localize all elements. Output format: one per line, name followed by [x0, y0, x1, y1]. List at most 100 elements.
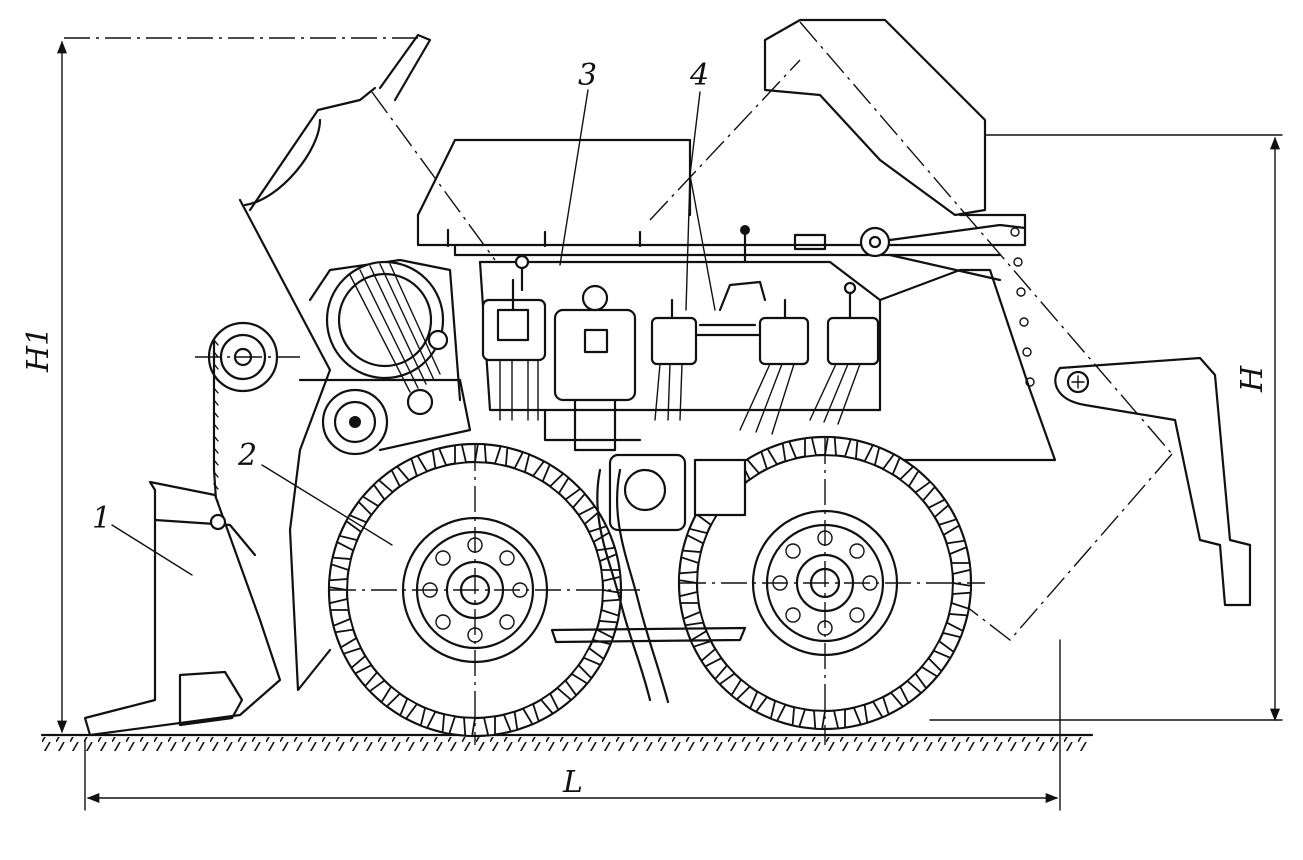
tread-tooth — [454, 443, 468, 465]
tread-tooth — [357, 495, 380, 517]
tread-tooth — [548, 472, 570, 495]
tread-tooth — [513, 450, 531, 474]
tread-tooth — [760, 447, 779, 471]
rear-lift-arm — [1054, 356, 1252, 607]
tread-tooth — [678, 590, 700, 604]
tread-tooth — [804, 436, 818, 458]
idler-wheel — [321, 388, 389, 456]
valve-1 — [481, 278, 547, 421]
dimension-l-label: L — [562, 765, 583, 800]
tread-tooth — [941, 621, 965, 639]
part-2-label: 2 — [237, 438, 257, 473]
rear-tyre-tread — [678, 436, 972, 730]
raised-bucket-outline — [62, 33, 496, 261]
tread-tooth — [350, 654, 373, 675]
tread-tooth — [419, 706, 437, 730]
tread-tooth — [390, 465, 411, 488]
tread-tooth — [937, 518, 961, 537]
tread-tooth — [521, 702, 540, 726]
tread-tooth — [493, 445, 509, 467]
tread-tooth — [871, 695, 890, 719]
raised-arm-outline — [649, 18, 1173, 641]
tread-tooth — [791, 706, 807, 728]
tread-tooth — [380, 685, 402, 708]
tread-tooth — [431, 447, 448, 470]
tread-tooth — [372, 478, 394, 501]
dimension-h-label: H — [1235, 365, 1270, 393]
tread-tooth — [945, 539, 968, 556]
tread-tooth — [823, 436, 837, 457]
tread-tooth — [749, 690, 769, 713]
front-tyre-tread — [328, 443, 622, 737]
tread-tooth — [556, 679, 578, 702]
central-transmission — [550, 453, 747, 704]
tread-tooth — [920, 656, 943, 678]
hydraulic-distributors — [481, 278, 880, 452]
ground — [40, 733, 1094, 751]
tread-tooth — [570, 663, 593, 685]
dimension-h — [929, 134, 1283, 722]
tread-tooth — [531, 460, 551, 483]
tread-tooth — [700, 647, 723, 668]
tread-tooth — [948, 601, 970, 617]
tread-tooth — [600, 569, 622, 583]
tread-tooth — [781, 440, 798, 463]
valve-3 — [739, 298, 810, 435]
tread-tooth — [473, 443, 487, 464]
tread-tooth — [582, 646, 605, 666]
front-frame — [195, 198, 472, 692]
tread-tooth — [335, 534, 359, 552]
tread-tooth — [328, 597, 350, 611]
tread-tooth — [881, 453, 901, 476]
front-bucket — [83, 480, 282, 737]
tread-tooth — [843, 438, 859, 460]
tread-tooth — [502, 710, 519, 733]
dimension-l — [84, 639, 1061, 811]
tread-tooth — [932, 639, 955, 659]
tread-tooth — [852, 703, 869, 726]
tread-tooth — [950, 562, 972, 576]
front-wheel — [327, 442, 640, 745]
tread-tooth — [906, 672, 928, 695]
tread-tooth — [769, 699, 787, 723]
tread-tooth — [339, 636, 363, 655]
body-rivets — [1010, 227, 1035, 387]
tread-tooth — [680, 549, 702, 565]
central-pump — [543, 284, 642, 452]
tread-tooth — [898, 465, 920, 488]
valve-4 — [809, 281, 880, 425]
upper-drum — [325, 260, 445, 393]
tread-tooth — [927, 498, 950, 519]
part-3-label: 3 — [578, 58, 597, 93]
tread-tooth — [914, 480, 937, 502]
tread-tooth — [598, 608, 620, 624]
valve-2 — [650, 298, 698, 421]
tread-tooth — [332, 617, 355, 634]
tread-tooth — [564, 487, 587, 509]
tread-tooth — [682, 610, 705, 627]
dimension-h1-label: H1 — [21, 327, 56, 373]
tread-tooth — [363, 671, 386, 693]
tread-tooth — [463, 716, 477, 737]
tread-tooth — [399, 697, 419, 720]
leader-lines — [111, 89, 716, 576]
tread-tooth — [330, 556, 352, 572]
tread-tooth — [410, 454, 429, 478]
tread-tooth — [889, 685, 910, 708]
tread-tooth — [730, 678, 752, 701]
tread-tooth — [863, 443, 881, 467]
tread-tooth — [678, 571, 699, 585]
tread-tooth — [713, 664, 736, 686]
chain-pulley — [195, 321, 300, 393]
tread-tooth — [482, 715, 496, 737]
tread-tooth — [441, 713, 457, 735]
part-4-label: 4 — [689, 58, 709, 93]
tread-tooth — [951, 581, 972, 595]
tread-tooth — [813, 709, 827, 730]
tread-tooth — [328, 578, 349, 592]
tread-tooth — [832, 708, 846, 730]
tread-tooth — [685, 527, 709, 545]
part-1-label: 1 — [92, 501, 111, 536]
tread-tooth — [539, 692, 560, 715]
